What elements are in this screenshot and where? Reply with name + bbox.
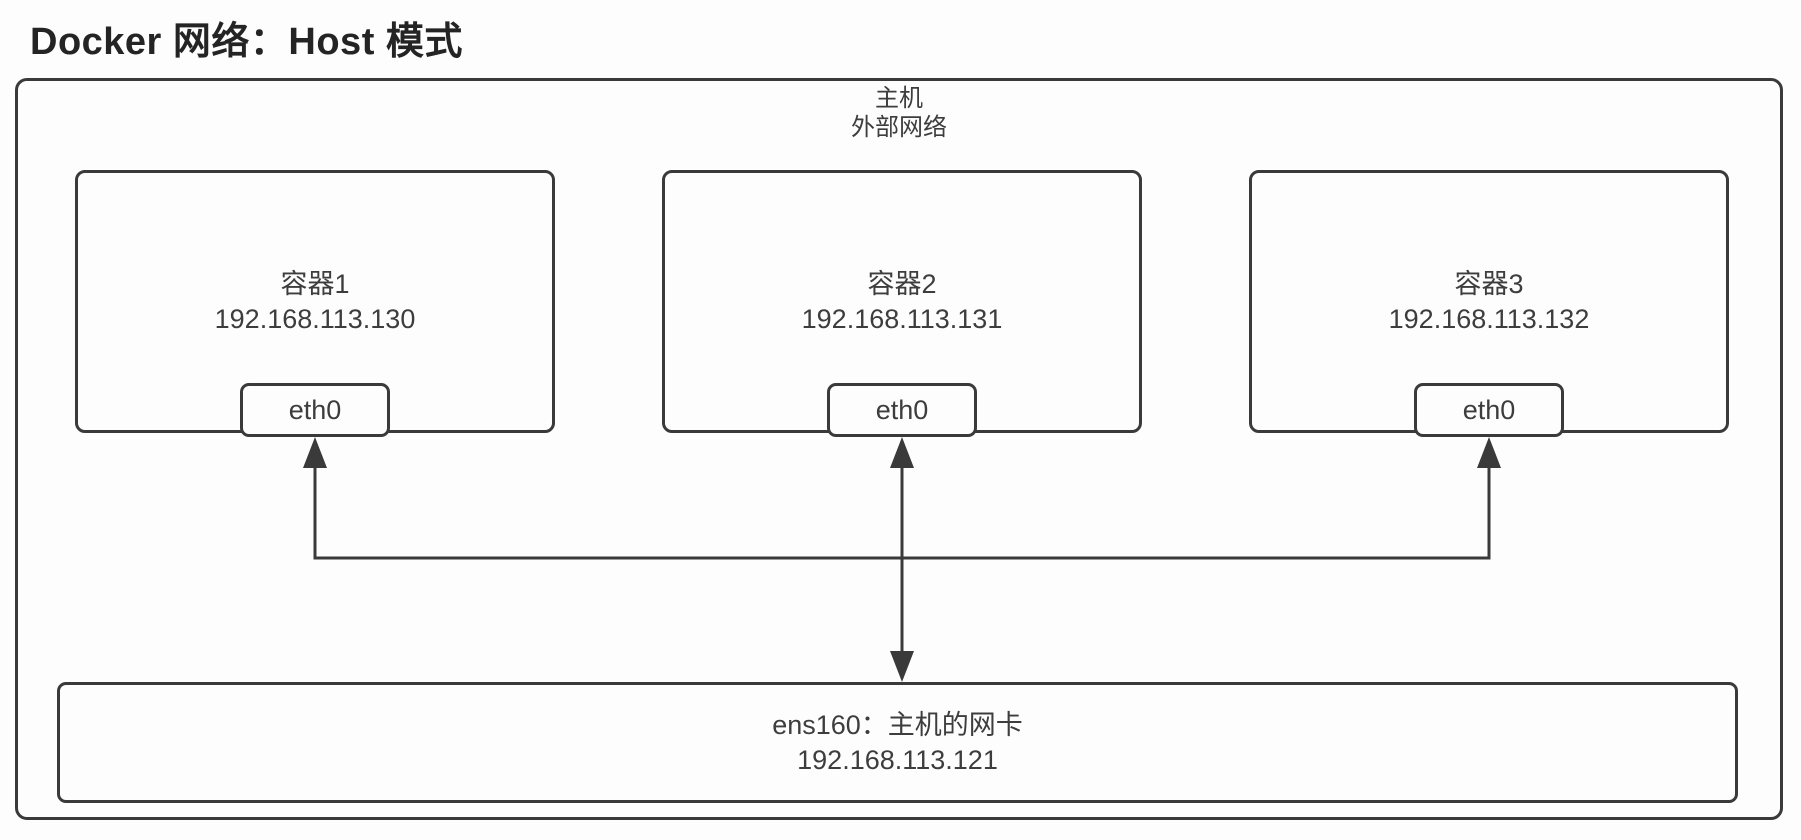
host-label: 主机 外部网络 bbox=[18, 84, 1780, 142]
container-3-box: 容器3 192.168.113.132 eth0 bbox=[1249, 170, 1729, 437]
host-nic-ip: 192.168.113.121 bbox=[797, 744, 998, 775]
container-2-label: 容器2 192.168.113.131 bbox=[802, 267, 1003, 337]
container-3-eth0-label: eth0 bbox=[1462, 394, 1516, 425]
container-1-ip: 192.168.113.130 bbox=[214, 303, 416, 334]
host-nic-label: ens160：主机的网卡 bbox=[772, 709, 1023, 740]
container-1-name: 容器1 bbox=[280, 268, 350, 299]
container-1-eth0-box: eth0 bbox=[240, 383, 390, 437]
host-nic-box: ens160：主机的网卡 192.168.113.121 bbox=[57, 682, 1738, 803]
host-external-network-label: 外部网络 bbox=[851, 114, 947, 141]
container-3-eth0-box: eth0 bbox=[1414, 383, 1564, 437]
container-2-ip: 192.168.113.131 bbox=[801, 303, 1003, 334]
container-1-box: 容器1 192.168.113.130 eth0 bbox=[75, 170, 555, 437]
container-1-label: 容器1 192.168.113.130 bbox=[215, 267, 416, 337]
container-2-name: 容器2 bbox=[867, 268, 937, 299]
container-2-eth0-box: eth0 bbox=[827, 383, 977, 437]
container-1-eth0-label: eth0 bbox=[288, 394, 342, 425]
container-3-name: 容器3 bbox=[1454, 268, 1524, 299]
host-label-line1: 主机 bbox=[875, 85, 923, 112]
container-2-eth0-label: eth0 bbox=[875, 394, 929, 425]
container-3-label: 容器3 192.168.113.132 bbox=[1389, 267, 1590, 337]
container-3-ip: 192.168.113.132 bbox=[1388, 303, 1590, 334]
page-title: Docker 网络：Host 模式 bbox=[30, 21, 463, 63]
container-2-box: 容器2 192.168.113.131 eth0 bbox=[662, 170, 1142, 437]
